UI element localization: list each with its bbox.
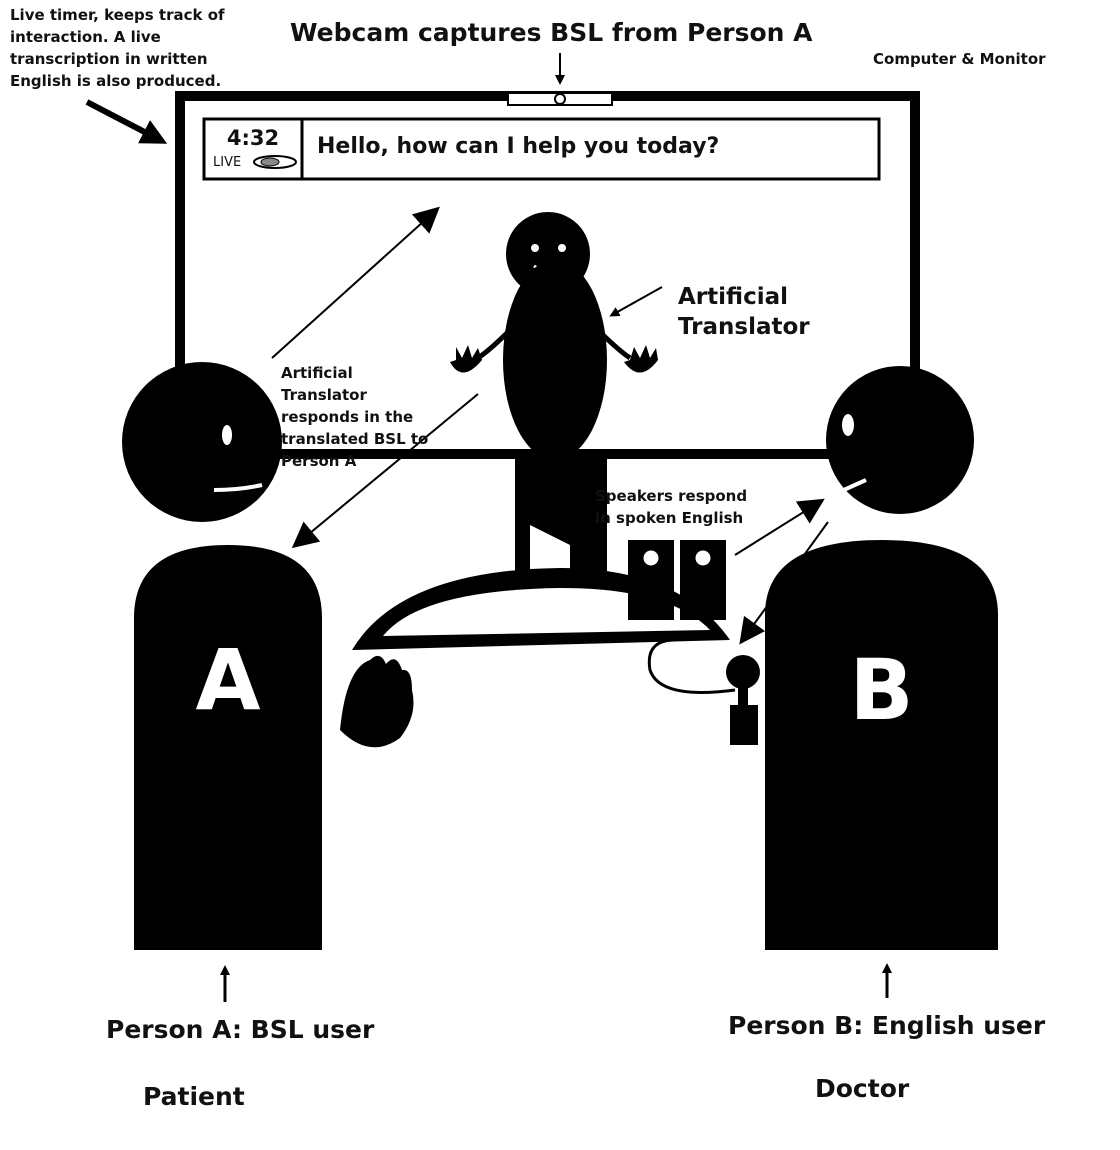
person-b-role: Doctor bbox=[815, 1074, 910, 1103]
timer-note-label: Live timer, keeps track of interaction. … bbox=[10, 6, 225, 90]
person-a-label: Person A: BSL user bbox=[106, 1015, 375, 1044]
computer-monitor-label: Computer & Monitor bbox=[873, 50, 1046, 68]
person-b-label: Person B: English user bbox=[728, 1011, 1046, 1040]
person-a-hand bbox=[340, 655, 414, 748]
person-a-role: Patient bbox=[143, 1082, 245, 1111]
arrow-icon bbox=[739, 521, 829, 645]
arrow-icon bbox=[271, 206, 440, 359]
speakers-label: Speakers respond in spoken English bbox=[595, 487, 748, 527]
arrow-icon bbox=[291, 393, 479, 549]
transcript-text: Hello, how can I help you today? bbox=[317, 134, 720, 159]
translator-responds-label: Artificial Translator responds in the tr… bbox=[281, 364, 429, 470]
webcam-label: Webcam captures BSL from Person A bbox=[290, 18, 813, 47]
artificial-translator-figure bbox=[450, 212, 658, 460]
arrow-icon bbox=[734, 498, 825, 556]
arrow-icon bbox=[609, 286, 663, 317]
live-label: LIVE bbox=[213, 155, 242, 170]
transcription-bar bbox=[202, 117, 881, 181]
person-b-figure bbox=[765, 366, 998, 950]
timer-display: 4:32 bbox=[226, 126, 280, 150]
person-b-letter: B bbox=[849, 641, 914, 739]
microphone-icon bbox=[647, 638, 760, 745]
artificial-translator-label: Artificial Translator bbox=[678, 284, 810, 340]
arrow-icon bbox=[85, 99, 168, 144]
person-a-figure bbox=[122, 362, 414, 950]
speaker-icon bbox=[628, 540, 726, 620]
person-a-letter: A bbox=[195, 631, 261, 729]
webcam-icon bbox=[507, 92, 613, 106]
